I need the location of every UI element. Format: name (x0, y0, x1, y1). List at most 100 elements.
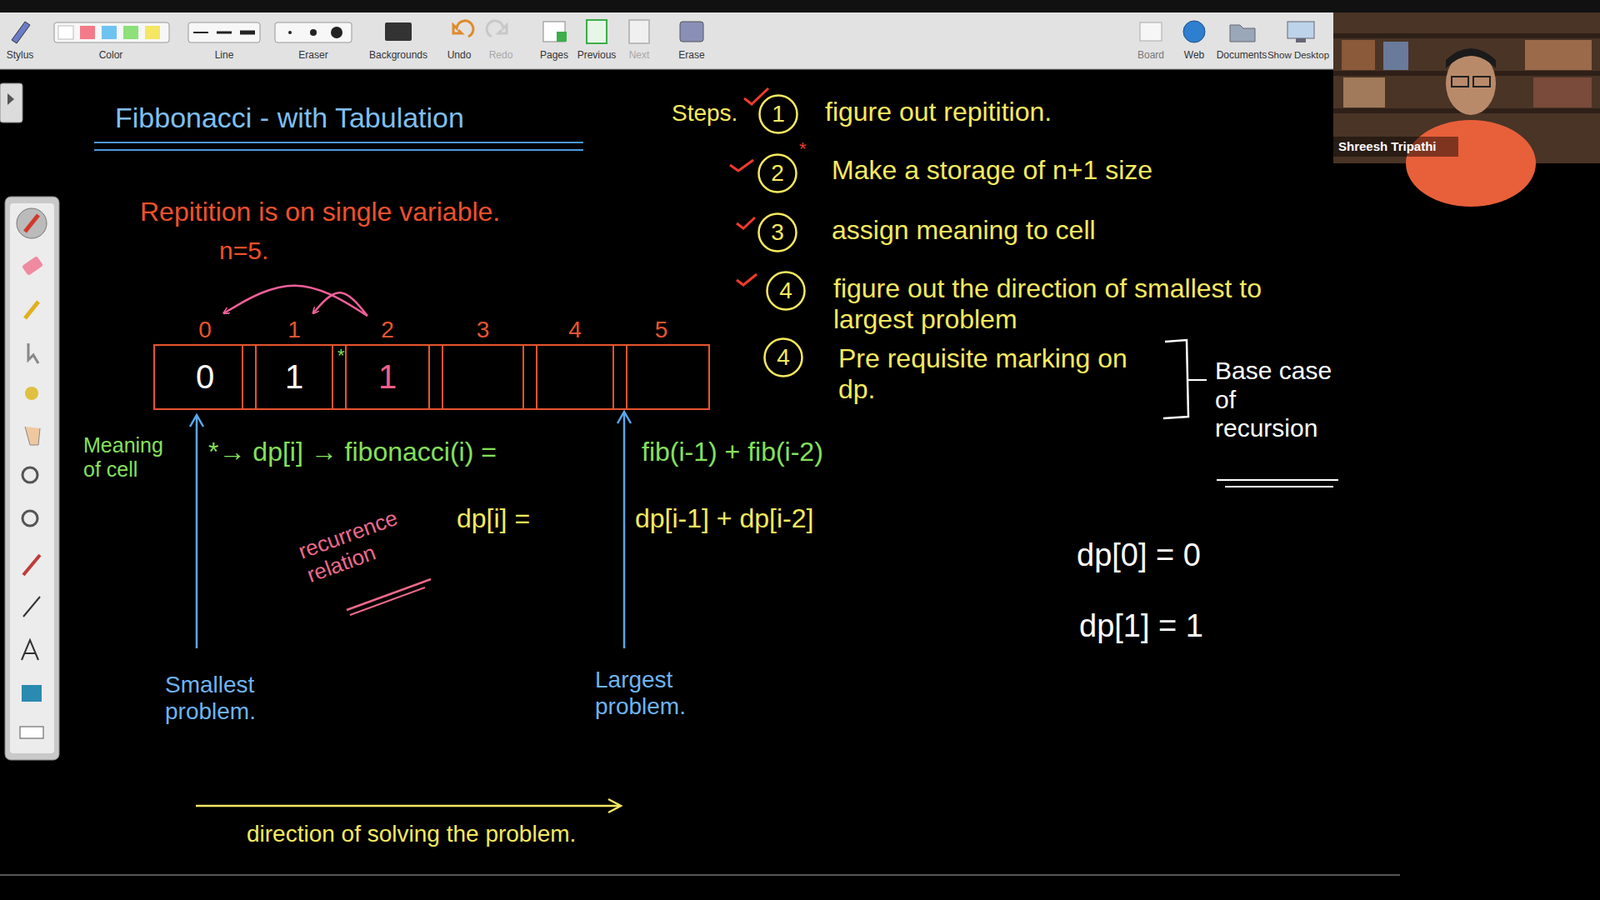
highlighter-tool (25, 301, 39, 319)
note: Meaning of cell (83, 433, 185, 482)
step-number: 2 (770, 161, 785, 185)
hand-tool (25, 426, 40, 445)
bracket (1163, 340, 1189, 419)
books (1341, 40, 1375, 70)
redo-icon (486, 20, 507, 37)
cell-value: 0 (195, 358, 215, 396)
next-icon (629, 20, 650, 44)
base-case-underline (1216, 479, 1339, 481)
toolbar-label: Line (215, 50, 235, 62)
smallest-arrow (195, 416, 199, 649)
step-circle: 3 (757, 212, 798, 253)
title: Fibbonacci - with Tabulation (115, 101, 465, 135)
toolbar-label: Erase (678, 50, 705, 62)
step-text: Make a storage of n+1 size (831, 155, 1153, 186)
toolbar-label: Board (1137, 50, 1165, 62)
toolbar-label: Web (1184, 50, 1205, 62)
note: Base case of recursion (1215, 356, 1340, 444)
line-sample (240, 30, 255, 35)
bracket-tick (1188, 379, 1207, 381)
circle-shape (760, 95, 798, 134)
desktop-stand (1295, 38, 1306, 43)
step-text: assign meaning to cell (831, 215, 1096, 246)
books (1533, 77, 1592, 108)
toolbar-label: Pages (540, 50, 569, 62)
eraser-size (330, 26, 343, 39)
person-shirt (1405, 120, 1536, 207)
board-icon (1140, 22, 1162, 41)
recurrence-underline (346, 579, 431, 610)
books (1383, 41, 1409, 70)
title-underline (94, 149, 584, 151)
formula: dp[i-1] + dp[i-2] (635, 503, 814, 535)
toolbar-label: Show Desktop (1267, 50, 1330, 61)
largest-arrow (623, 413, 626, 649)
index-label: 4 (522, 315, 628, 345)
circle-shape (759, 155, 797, 193)
books (1343, 77, 1385, 108)
check-mark (730, 160, 754, 171)
cell-value: 1 (285, 358, 304, 396)
glasses (1451, 76, 1469, 87)
curved-arrow (223, 285, 368, 316)
note: recurrence relation (295, 498, 430, 588)
circle-shape (767, 272, 805, 310)
formula: dp[1] = 1 (1079, 608, 1204, 645)
arrow-head (617, 411, 631, 424)
array-cell: 3 (428, 315, 538, 410)
step-text: figure out the direction of smallest to … (833, 273, 1334, 335)
color-swatch (145, 25, 160, 40)
formula: *→ dp[i] → fibonacci(i) = (208, 436, 497, 468)
marker-tool (23, 555, 40, 575)
eraser-picker (275, 22, 352, 43)
tool-palette-inner (10, 203, 55, 754)
formula: fib(i-1) + fib(i-2) (641, 436, 824, 468)
cell-box: 1 (331, 344, 444, 410)
side-tab-arrow (7, 93, 15, 105)
step-text: Pre requisite marking on dp. (838, 343, 1139, 405)
note: Repitition is on single variable. (140, 196, 500, 228)
step-number: 4 (779, 279, 793, 303)
note: direction of solving the problem. (246, 820, 576, 848)
index-label: 0 (153, 315, 257, 345)
pages-plus (556, 31, 567, 42)
step-circle: 4 (763, 337, 804, 378)
formula: dp[i] = (456, 503, 530, 535)
toolbar-label: Next (629, 50, 650, 62)
zoom-in-tool (22, 467, 38, 483)
eraser-size (310, 29, 317, 36)
toolbar-label: Documents (1216, 50, 1268, 62)
step-number: 4 (776, 345, 790, 370)
toolbar (0, 12, 1337, 70)
color-swatch (80, 25, 95, 40)
color-swatch (101, 25, 117, 40)
keyboard-tool (20, 726, 44, 739)
undo-icon (453, 20, 474, 37)
toolbar-label: Color (99, 50, 124, 62)
direction-arrow (195, 805, 620, 808)
presenter-name: Shreesh Tripathi (1338, 139, 1437, 154)
text-tool (21, 640, 39, 660)
line-picker (188, 22, 260, 43)
pointer-tool (28, 343, 39, 364)
line-tool (23, 596, 40, 617)
step-circle: 1 (758, 94, 799, 135)
cell-value: 1 (378, 358, 397, 396)
person-hair (1445, 48, 1496, 69)
laser-tool (25, 386, 39, 400)
books (1525, 40, 1592, 70)
desktop-icon (1287, 21, 1315, 39)
arrow-head (608, 799, 621, 813)
line-sample (193, 31, 209, 34)
formula: dp[0] = 0 (1076, 537, 1201, 575)
color-palette (54, 22, 170, 43)
step-circle: 4 (765, 270, 806, 311)
step-text: figure out repitition. (825, 96, 1052, 128)
array-cell: 21 (331, 315, 444, 410)
side-tab (0, 83, 23, 123)
stylus-icon (11, 21, 30, 44)
step-number: 1 (771, 102, 785, 126)
line-sample (216, 31, 232, 35)
pen-tool-icon (25, 215, 39, 232)
backgrounds-icon (385, 22, 412, 41)
